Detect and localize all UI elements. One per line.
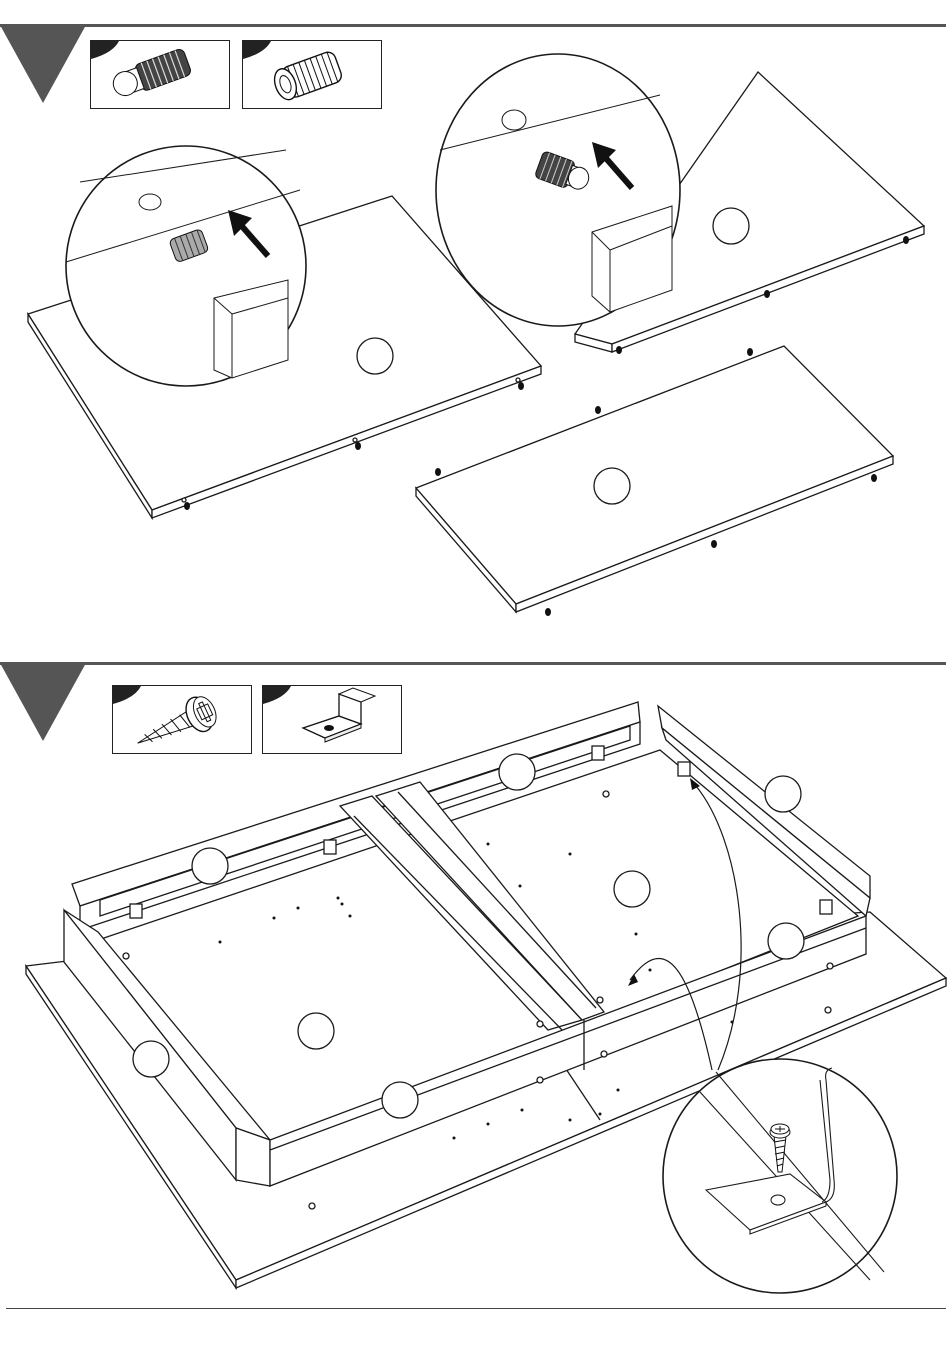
panel-right-top-label-circle	[713, 208, 749, 244]
footer-rule	[6, 1308, 946, 1309]
panel-left-label-circle	[357, 338, 393, 374]
step-b-drawing	[0, 640, 950, 1308]
step-a	[0, 0, 950, 640]
panel-right-bottom-label-circle	[594, 468, 630, 504]
step-b	[0, 640, 950, 1308]
step-a-drawing	[0, 0, 950, 640]
insert-detail-callout	[66, 146, 306, 386]
bracket-screw-detail-callout	[663, 1059, 897, 1293]
dowel-detail-callout	[436, 54, 680, 326]
